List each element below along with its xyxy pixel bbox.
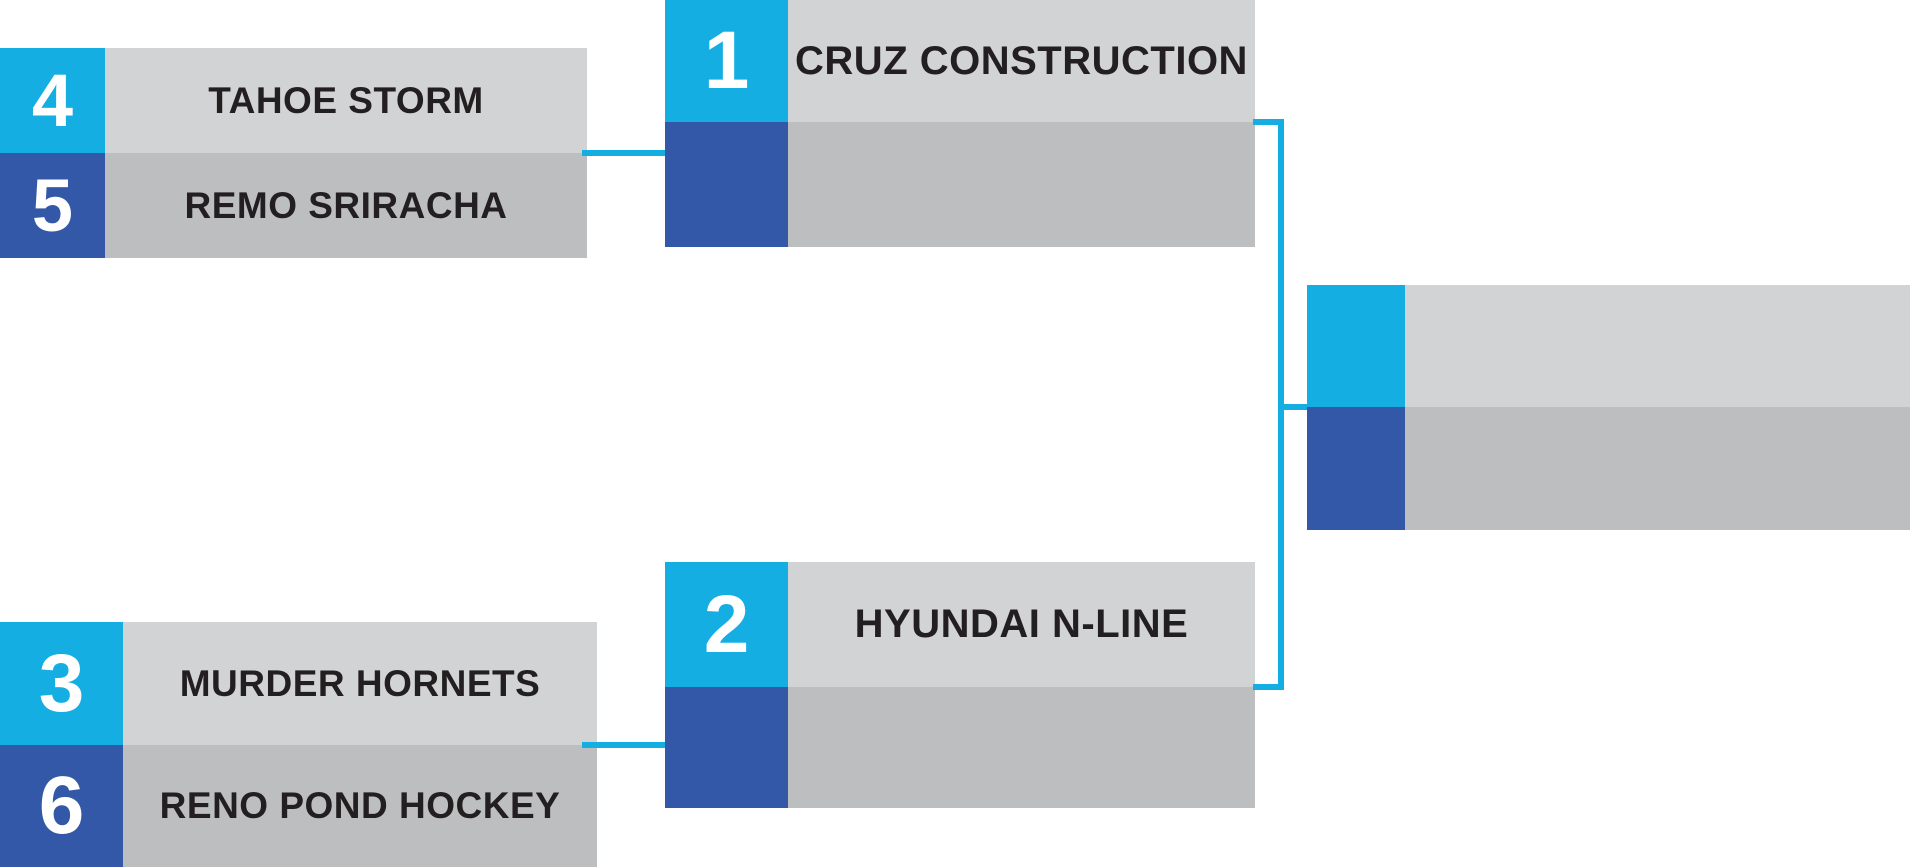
bracket-slot-r2-m1-bottom[interactable] xyxy=(665,122,1255,247)
seed-number-6: 6 xyxy=(0,745,123,867)
connector-r1m2-to-r2m2 xyxy=(582,742,670,748)
bracket-slot-r1-m1-bottom[interactable]: 5 REMO SRIRACHA xyxy=(0,153,587,258)
team-name-r2m1-bottom xyxy=(788,122,1255,247)
team-name-final-top xyxy=(1405,285,1910,407)
team-name-tahoe-storm: TAHOE STORM xyxy=(105,48,587,153)
bracket-slot-final-top[interactable] xyxy=(1307,285,1910,407)
team-name-remo-sriracha: REMO SRIRACHA xyxy=(105,153,587,258)
team-name-cruz-construction: CRUZ CONSTRUCTION xyxy=(788,0,1255,122)
seed-number-r2m1-bottom xyxy=(665,122,788,247)
connector-r2m2-stub xyxy=(1253,684,1284,690)
bracket-slot-final-bottom[interactable] xyxy=(1307,407,1910,530)
connector-r2m1-stub xyxy=(1253,119,1284,125)
team-name-final-bottom xyxy=(1405,407,1910,530)
seed-number-2: 2 xyxy=(665,562,788,687)
seed-number-4: 4 xyxy=(0,48,105,153)
bracket-slot-r2-m1-top[interactable]: 1 CRUZ CONSTRUCTION xyxy=(665,0,1255,122)
team-name-r2m2-bottom xyxy=(788,687,1255,808)
connector-spine-to-final xyxy=(1278,404,1310,410)
bracket-slot-r2-m2-top[interactable]: 2 HYUNDAI N-LINE xyxy=(665,562,1255,687)
bracket-slot-r1-m2-bottom[interactable]: 6 RENO POND HOCKEY xyxy=(0,745,597,867)
seed-number-final-bottom xyxy=(1307,407,1405,530)
seed-number-3: 3 xyxy=(0,622,123,745)
team-name-hyundai-n-line: HYUNDAI N-LINE xyxy=(788,562,1255,687)
bracket-slot-r1-m1-top[interactable]: 4 TAHOE STORM xyxy=(0,48,587,153)
team-name-murder-hornets: MURDER HORNETS xyxy=(123,622,597,745)
seed-number-final-top xyxy=(1307,285,1405,407)
seed-number-1: 1 xyxy=(665,0,788,122)
seed-number-r2m2-bottom xyxy=(665,687,788,808)
bracket-slot-r2-m2-bottom[interactable] xyxy=(665,687,1255,808)
connector-r1m1-to-r2m1 xyxy=(582,150,670,156)
team-name-reno-pond-hockey: RENO POND HOCKEY xyxy=(123,745,597,867)
bracket-slot-r1-m2-top[interactable]: 3 MURDER HORNETS xyxy=(0,622,597,745)
seed-number-5: 5 xyxy=(0,153,105,258)
